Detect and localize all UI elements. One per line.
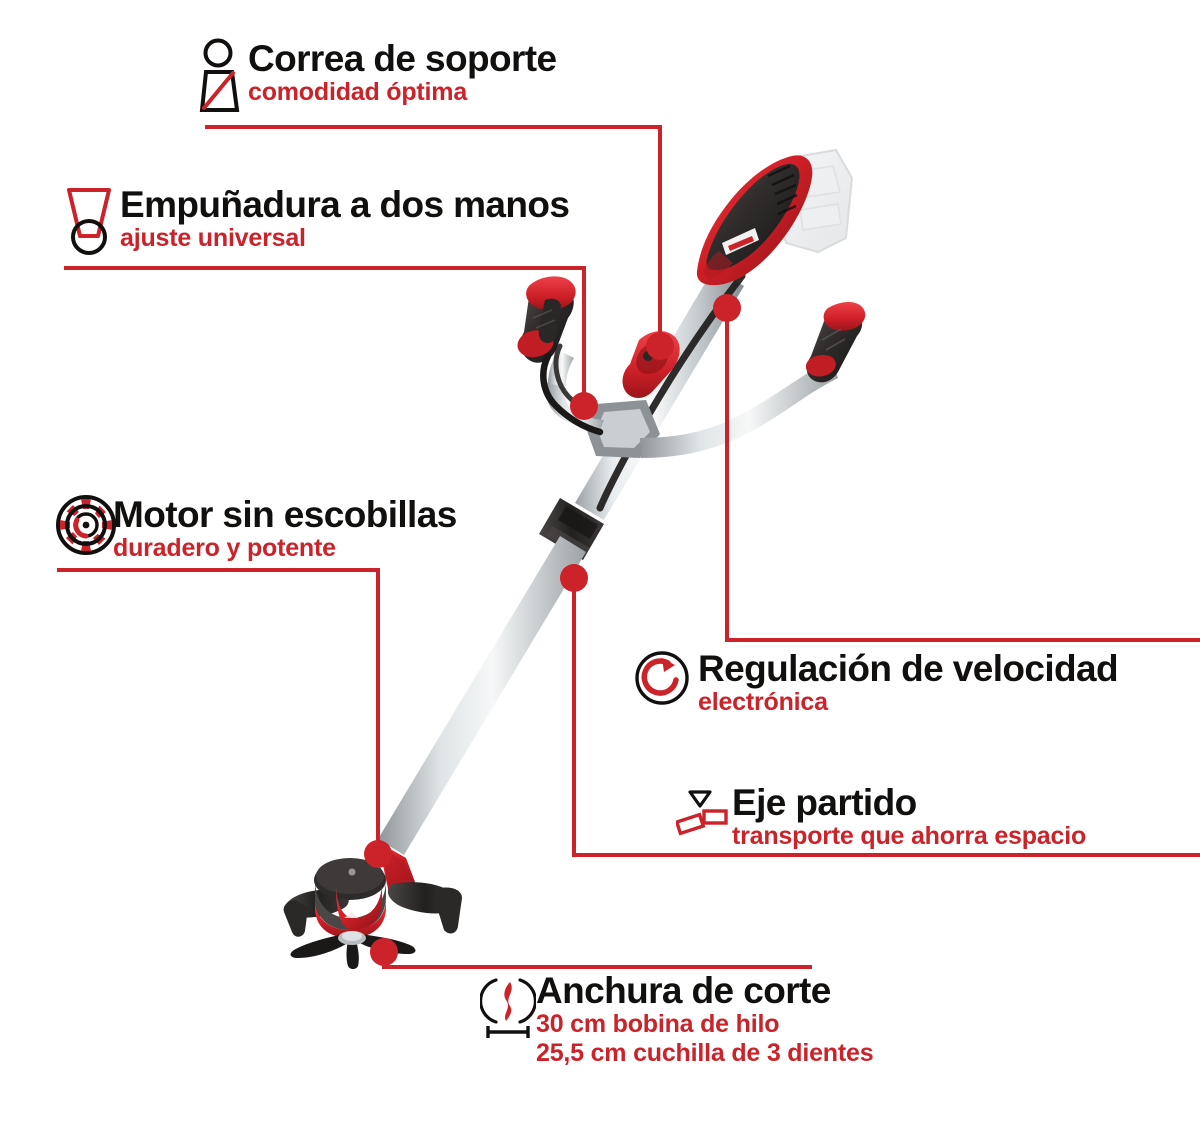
loop-handle-icon — [67, 188, 111, 255]
motor-head — [696, 155, 813, 286]
leader-line-harness — [205, 125, 662, 340]
leader-line-speed — [725, 310, 1200, 642]
feature-title: Correa de soporte — [248, 38, 557, 79]
dot-motor — [364, 840, 392, 868]
leader-line-width — [382, 952, 812, 969]
feature-subtitle: electrónica — [698, 688, 828, 717]
feature-title: Empuñadura a dos manos — [120, 184, 570, 225]
person-with-shoulder-strap-icon — [199, 38, 240, 112]
cutting-width-icon — [480, 978, 536, 1038]
feature-title: Motor sin escobillas — [113, 494, 457, 535]
rotation-speed-icon — [635, 651, 689, 705]
feature-title: Anchura de corte — [536, 970, 831, 1011]
dot-width — [370, 938, 398, 966]
leader-line-motor — [57, 568, 380, 848]
feature-subtitle: duradero y potente — [113, 534, 336, 563]
leader-line-shaft — [572, 578, 1200, 857]
feature-subtitle: ajuste universal — [120, 224, 306, 253]
feature-subtitle-secondary: 25,5 cm cuchilla de 3 dientes — [536, 1039, 874, 1068]
dot-shaft — [560, 564, 588, 592]
split-shaft-icon — [676, 790, 728, 836]
dot-speed — [713, 294, 741, 322]
leader-line-handle — [64, 266, 586, 400]
trimmer-head — [283, 842, 462, 969]
feature-title: Regulación de velocidad — [698, 648, 1119, 689]
feature-subtitle: comodidad óptima — [248, 78, 468, 107]
feature-subtitle: transporte que ahorra espacio — [732, 822, 1087, 851]
feature-title: Eje partido — [732, 782, 917, 823]
feature-subtitle: 30 cm bobina de hilo — [536, 1010, 780, 1039]
dot-handle — [570, 392, 598, 420]
dot-harness — [646, 332, 674, 360]
handlebar-assembly — [517, 276, 866, 458]
leader-dots — [364, 294, 741, 966]
brushless-motor-icon — [56, 495, 116, 555]
